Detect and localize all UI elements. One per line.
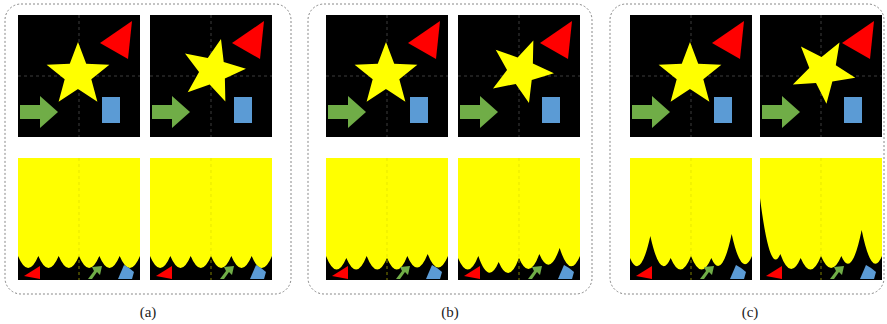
input-image <box>150 15 272 137</box>
panel-border <box>308 4 592 294</box>
green-arrow <box>632 96 670 128</box>
green-fragment <box>700 266 714 279</box>
mask-image <box>760 158 882 280</box>
blue-fragment <box>860 265 876 279</box>
mask-ground <box>18 158 140 280</box>
red-fragment <box>464 266 480 279</box>
red-triangle <box>712 21 744 59</box>
panel-label: (b) <box>441 304 459 321</box>
blue-rectangle <box>844 97 862 123</box>
image-ground <box>150 15 272 137</box>
yellow-star <box>659 42 722 102</box>
mask-image <box>150 158 272 280</box>
image-ground <box>630 15 752 137</box>
red-triangle <box>100 21 132 59</box>
grid-line <box>211 158 212 280</box>
green-arrow <box>20 96 58 128</box>
red-fragment <box>24 266 40 279</box>
yellow-star <box>185 39 246 102</box>
red-triangle <box>842 21 874 59</box>
green-fragment <box>830 266 844 279</box>
red-fragment <box>332 266 348 279</box>
input-image <box>630 15 752 137</box>
green-arrow <box>762 96 800 128</box>
red-fragment <box>156 266 172 279</box>
yellow-star <box>793 42 855 103</box>
mask-ground <box>630 158 752 280</box>
image-ground <box>458 15 580 137</box>
grid-line <box>519 158 520 280</box>
mask-ground <box>760 158 882 280</box>
blue-fragment <box>730 265 746 279</box>
red-fragment <box>636 266 652 279</box>
grid-line <box>691 158 692 280</box>
yellow-star <box>47 42 110 102</box>
green-fragment <box>88 266 102 279</box>
green-fragment <box>528 266 542 279</box>
image-ground <box>760 15 882 137</box>
green-arrow <box>460 96 498 128</box>
blue-fragment <box>250 265 266 279</box>
mask-image <box>326 158 448 280</box>
green-fragment <box>220 266 234 279</box>
grid-line <box>79 158 80 280</box>
blue-rectangle <box>234 97 252 123</box>
image-ground <box>18 15 140 137</box>
blue-fragment <box>426 265 442 279</box>
panel-border <box>610 4 884 294</box>
red-triangle <box>232 21 264 59</box>
input-image <box>326 15 448 137</box>
image-ground <box>326 15 448 137</box>
panel-label: (c) <box>742 304 759 321</box>
blue-fragment <box>558 265 574 279</box>
red-fragment <box>766 266 782 279</box>
blue-rectangle <box>410 97 428 123</box>
green-fragment <box>396 266 410 279</box>
mask-ground <box>150 158 272 280</box>
green-arrow <box>328 96 366 128</box>
input-image <box>760 15 882 137</box>
panel-border <box>5 4 291 294</box>
panel-label: (a) <box>140 304 157 321</box>
grid-line <box>821 158 822 280</box>
blue-rectangle <box>102 97 120 123</box>
mask-ground <box>458 158 580 280</box>
mask-image <box>630 158 752 280</box>
red-triangle <box>540 21 572 59</box>
input-image <box>18 15 140 137</box>
grid-line <box>387 158 388 280</box>
mask-image <box>18 158 140 280</box>
blue-fragment <box>118 265 134 279</box>
mask-ground <box>326 158 448 280</box>
input-image <box>458 15 580 137</box>
yellow-star <box>355 42 418 102</box>
green-arrow <box>152 96 190 128</box>
yellow-star <box>493 40 554 103</box>
blue-rectangle <box>542 97 560 123</box>
mask-image <box>458 158 580 280</box>
red-triangle <box>408 21 440 59</box>
blue-rectangle <box>714 97 732 123</box>
